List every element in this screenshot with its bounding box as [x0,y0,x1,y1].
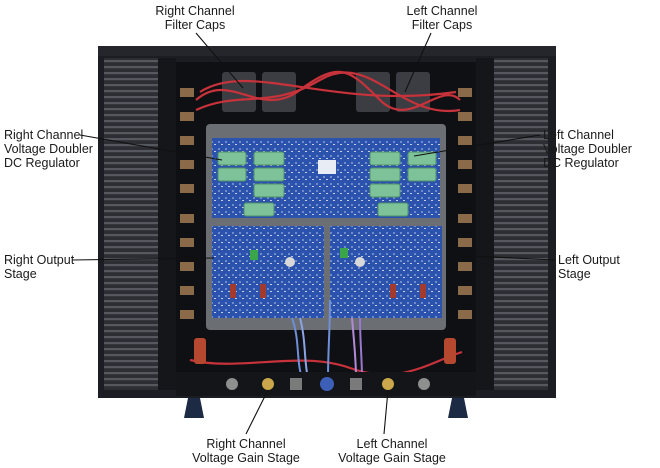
left-foot [184,398,204,418]
red-wiring [189,70,463,376]
chassis-top-strip [98,46,556,56]
label-left-output: Left Output Stage [558,253,620,281]
rear-connectors [226,377,430,391]
board-logo [318,160,336,174]
label-right-output: Right Output Stage [4,253,75,281]
label-left-gain: Left Channel Voltage Gain Stage [338,437,446,465]
left-gain-pcb [330,226,442,318]
left-inductor [194,338,206,364]
right-foot [448,398,468,418]
regulator-caps [217,151,437,217]
label-right-gain: Right Channel Voltage Gain Stage [192,437,300,465]
left-heatsink [104,58,162,390]
leader-lines [71,32,556,435]
label-left-regulator: Left Channel Voltage Doubler DC Regulato… [543,128,632,170]
label-left-filter-caps: Left Channel Filter Caps [406,4,478,32]
right-inductor [444,338,456,364]
right-gain-pcb [212,226,324,318]
label-right-regulator: Right Channel Voltage Doubler DC Regulat… [4,128,93,170]
label-right-filter-caps: Right Channel Filter Caps [155,4,235,32]
right-heatsink [490,58,548,390]
output-transistors-left [180,88,194,319]
output-transistors-right [458,88,472,319]
gain-stage-components [230,248,426,298]
